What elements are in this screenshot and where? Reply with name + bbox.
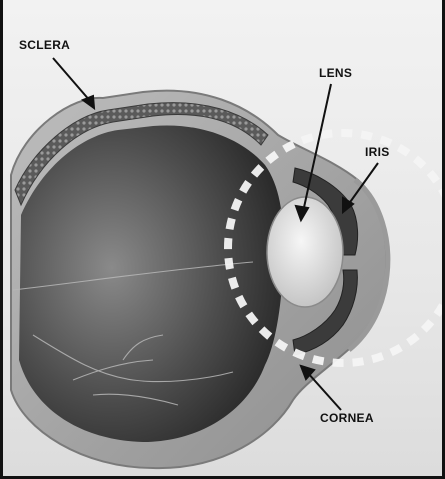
iris-label: IRIS: [365, 145, 390, 159]
cornea-leader: [307, 372, 341, 410]
vitreous-chamber: [19, 125, 284, 442]
sclera-label: SCLERA: [19, 38, 70, 52]
eye-cross-section-illustration: [3, 0, 445, 479]
cornea-label: CORNEA: [320, 411, 374, 425]
lens-label: LENS: [319, 66, 352, 80]
sclera-leader: [53, 58, 91, 102]
